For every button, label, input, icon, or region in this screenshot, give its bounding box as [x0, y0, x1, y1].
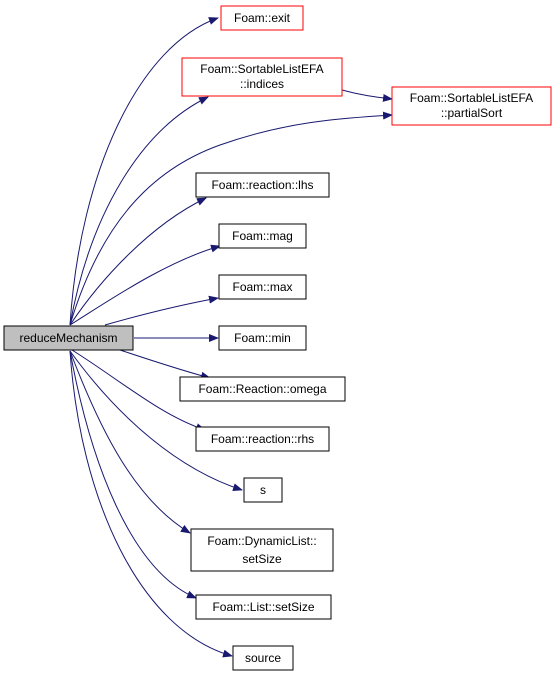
node-label: Foam::max	[232, 280, 292, 294]
node-source[interactable]: source	[232, 645, 294, 671]
node-dynamiclist-setsize[interactable]: Foam::DynamicList:: setSize	[190, 528, 334, 572]
edge-reduceMechanism-max	[104, 295, 219, 326]
node-label-line2: ::partialSort	[441, 106, 503, 120]
edge-indices-partialSort	[341, 89, 393, 102]
node-foam-exit[interactable]: Foam::exit	[220, 5, 304, 31]
node-list-setsize[interactable]: Foam::List::setSize	[195, 594, 332, 620]
edge-reduceMechanism-omega	[119, 349, 211, 380]
node-s[interactable]: s	[243, 477, 283, 503]
node-label: Foam::exit	[234, 11, 291, 25]
nodes: reduceMechanism Foam::exit Foam::Sortabl…	[3, 5, 552, 671]
node-label-line1: Foam::DynamicList::	[207, 534, 316, 548]
node-label: source	[245, 651, 281, 665]
node-label: Foam::List::setSize	[212, 600, 314, 614]
node-sortablelistefa-indices[interactable]: Foam::SortableListEFA ::indices	[181, 57, 343, 97]
node-label: Foam::min	[234, 331, 291, 345]
edge-reduceMechanism-source	[69, 350, 233, 658]
node-label-line1: Foam::SortableListEFA	[200, 62, 323, 76]
node-label-line2: ::indices	[240, 77, 284, 91]
node-label: Foam::reaction::lhs	[211, 178, 313, 192]
node-reaction-omega[interactable]: Foam::Reaction::omega	[179, 376, 346, 402]
edge-reduceMechanism-dynSetSize	[69, 350, 191, 534]
node-label: s	[260, 483, 266, 497]
node-sortablelistefa-partialsort[interactable]: Foam::SortableListEFA ::partialSort	[391, 86, 552, 126]
node-label-line2: setSize	[242, 552, 282, 566]
edge-reduceMechanism-mag	[69, 244, 221, 326]
node-label: reduceMechanism	[19, 331, 117, 345]
edges	[69, 17, 393, 658]
node-label: Foam::reaction::rhs	[211, 432, 314, 446]
node-foam-mag[interactable]: Foam::mag	[218, 223, 307, 249]
node-label: Foam::Reaction::omega	[198, 382, 326, 396]
node-foam-min[interactable]: Foam::min	[218, 325, 307, 351]
edge-reduceMechanism-indices	[69, 96, 209, 326]
edge-reduceMechanism-lhs	[69, 197, 207, 326]
node-reduceMechanism[interactable]: reduceMechanism	[3, 325, 134, 351]
edge-reduceMechanism-exit	[69, 17, 219, 326]
node-reaction-rhs[interactable]: Foam::reaction::rhs	[195, 426, 330, 452]
node-reaction-lhs[interactable]: Foam::reaction::lhs	[195, 172, 330, 198]
edge-reduceMechanism-rhs	[71, 349, 206, 431]
edge-reduceMechanism-partialSort	[69, 111, 393, 326]
node-label: Foam::mag	[232, 229, 293, 243]
edge-reduceMechanism-s	[69, 350, 243, 492]
node-foam-max[interactable]: Foam::max	[218, 274, 307, 300]
node-label-line1: Foam::SortableListEFA	[410, 91, 533, 105]
edge-reduceMechanism-listSetSize	[69, 350, 197, 599]
